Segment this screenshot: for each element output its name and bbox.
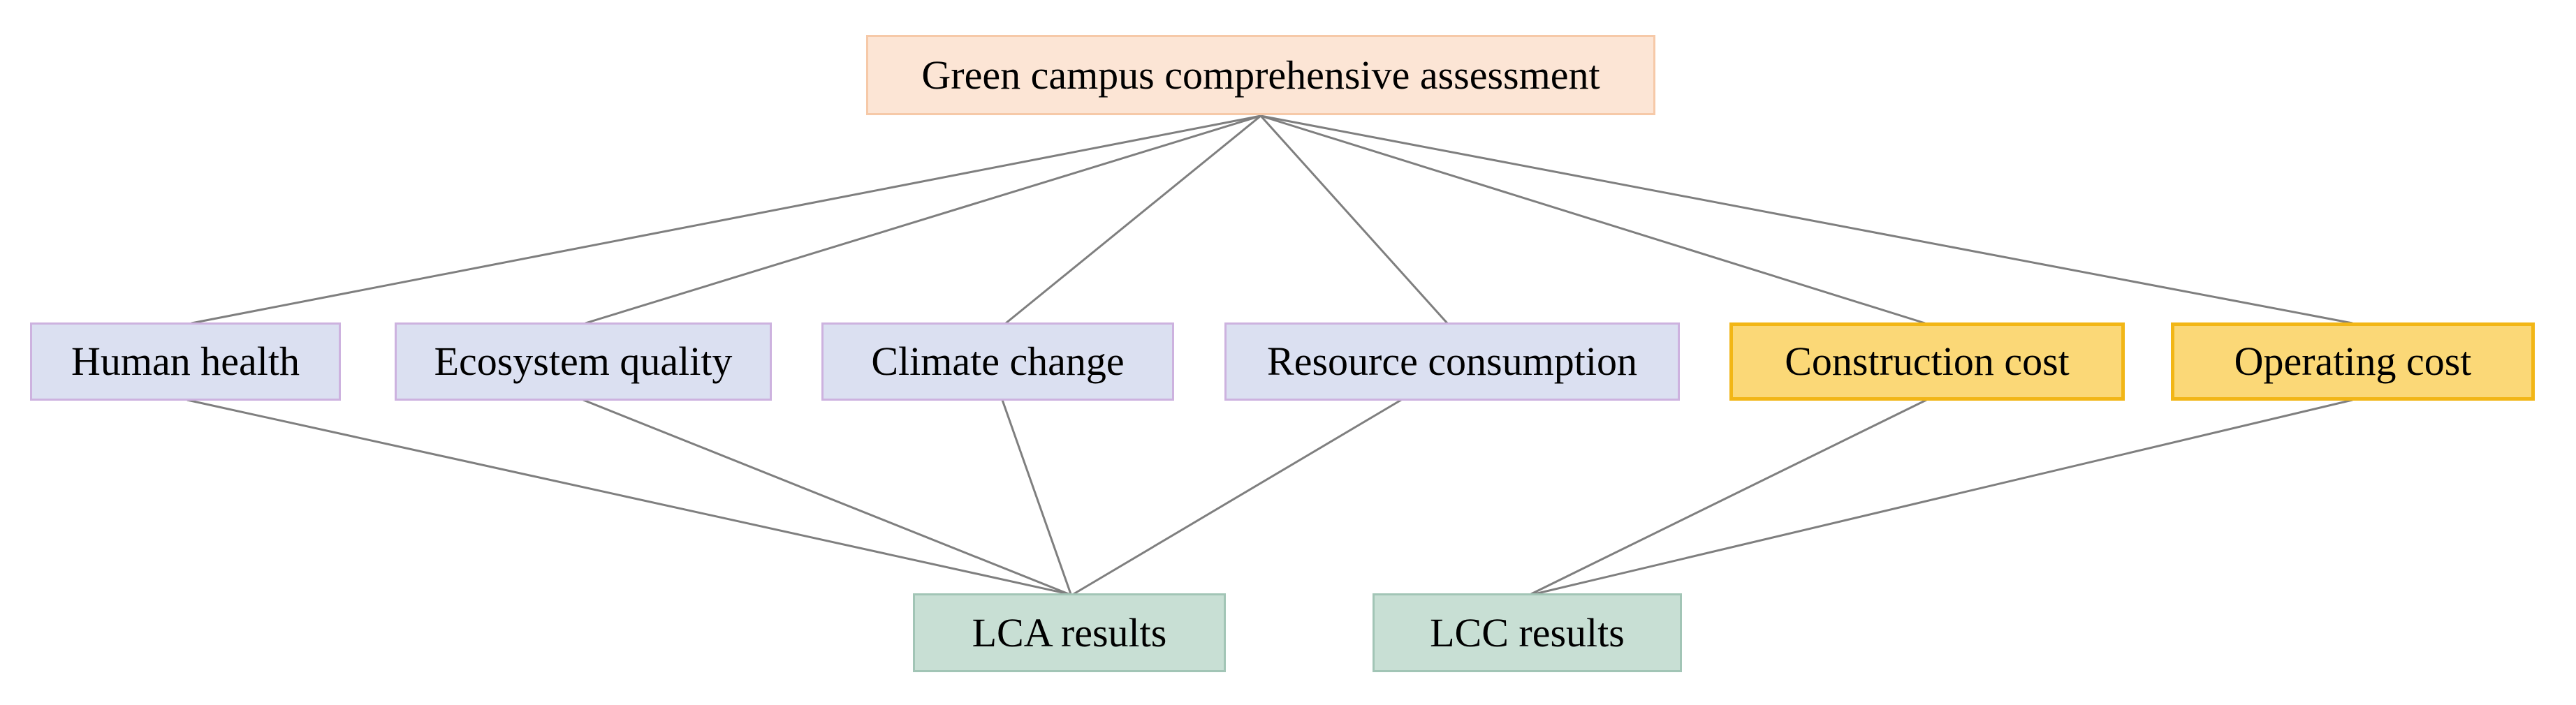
edge-construction-cost-to-lcc-results — [1530, 399, 1927, 595]
edge-root-to-construction-cost — [1260, 114, 1926, 325]
edge-root-to-human-health — [191, 114, 1261, 325]
edge-ecosystem-quality-to-lca-results — [583, 399, 1069, 595]
edge-climate-change-to-lca-results — [1001, 399, 1072, 595]
edge-root-to-resource-consumption — [1259, 114, 1449, 325]
edge-root-to-operating-cost — [1260, 114, 2353, 325]
node-lcc-results: LCC results — [1373, 593, 1682, 672]
node-label: Ecosystem quality — [434, 339, 733, 384]
node-operating-cost: Operating cost — [2171, 322, 2535, 401]
edge-root-to-ecosystem-quality — [585, 114, 1261, 325]
edge-human-health-to-lca-results — [186, 399, 1069, 595]
node-construction-cost: Construction cost — [1729, 322, 2125, 401]
edge-operating-cost-to-lcc-results — [1534, 399, 2353, 595]
node-label: Construction cost — [1785, 339, 2070, 384]
node-label: Climate change — [871, 339, 1125, 384]
node-resource-consumption: Resource consumption — [1224, 322, 1680, 401]
node-ecosystem-quality: Ecosystem quality — [395, 322, 772, 401]
edge-root-to-climate-change — [1005, 114, 1261, 325]
node-lca-results: LCA results — [913, 593, 1226, 672]
edge-resource-consumption-to-lca-results — [1073, 399, 1402, 595]
node-label: Operating cost — [2234, 339, 2472, 384]
node-climate-change: Climate change — [821, 322, 1174, 401]
node-label: Green campus comprehensive assessment — [921, 52, 1600, 98]
node-label: LCC results — [1430, 609, 1625, 655]
node-label: Resource consumption — [1267, 339, 1637, 384]
node-green-campus-assessment: Green campus comprehensive assessment — [866, 35, 1655, 115]
node-label: Human health — [71, 339, 300, 384]
node-human-health: Human health — [30, 322, 341, 401]
node-label: LCA results — [972, 609, 1167, 655]
